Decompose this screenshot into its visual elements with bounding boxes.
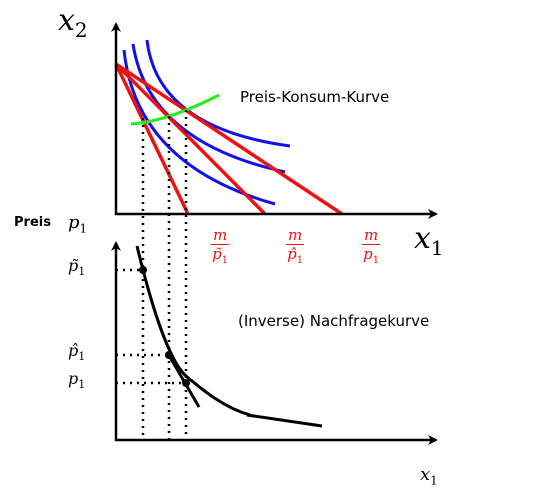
budget-line-medium-price bbox=[114, 62, 267, 216]
intercept-label-3: m p1 bbox=[362, 226, 381, 266]
price-consumption-curve bbox=[130, 93, 220, 126]
price-tick-label-2: p̂1 bbox=[68, 341, 86, 364]
demand-curve bbox=[135, 245, 251, 417]
price-consumption-curve-label: Preis-Konsum-Kurve bbox=[240, 88, 390, 106]
price-tick-label-3: p1 bbox=[68, 369, 86, 392]
price-tick-label-1: p̃1 bbox=[68, 256, 86, 279]
intercept-label-2: m p̂1 bbox=[286, 226, 305, 266]
demand-curve-tangent bbox=[165, 351, 201, 408]
demand-curve-tail bbox=[246, 413, 323, 428]
budget-line-low-price bbox=[115, 62, 343, 216]
upper-x-axis-label: x1 bbox=[414, 221, 444, 260]
upper-y-axis-label: x2 bbox=[58, 3, 88, 42]
lower-y-axis-title: Preis bbox=[14, 215, 51, 230]
lower-x-axis-label: x1 bbox=[420, 464, 438, 488]
demand-point-1 bbox=[139, 266, 147, 274]
demand-point-2 bbox=[165, 351, 173, 359]
lower-y-axis-symbol: p1 bbox=[68, 212, 88, 236]
intercept-label-1: m p̃1 bbox=[211, 226, 230, 266]
budget-line-high-price bbox=[114, 63, 190, 215]
demand-point-3 bbox=[182, 379, 190, 387]
indifference-curve-2 bbox=[131, 43, 286, 174]
demand-curve-label: (Inverse) Nachfragekurve bbox=[238, 312, 430, 330]
